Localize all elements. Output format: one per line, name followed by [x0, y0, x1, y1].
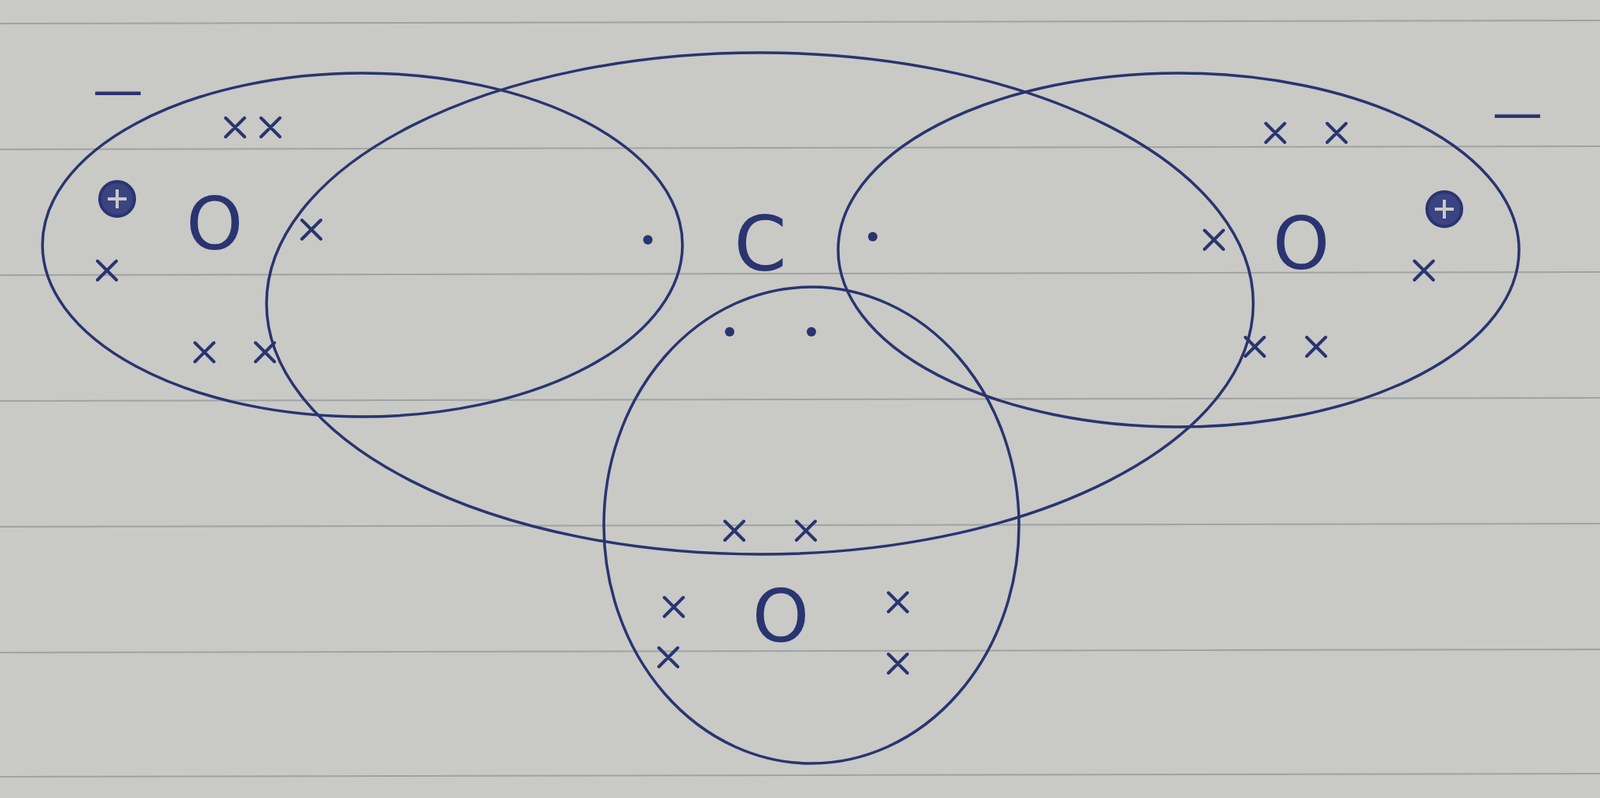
oval-outline — [40, 71, 685, 419]
electron-crosses — [97, 117, 1434, 674]
atom-symbol: O — [1272, 208, 1330, 281]
charge-sign: — — [92, 64, 144, 115]
atom-symbol: O — [186, 188, 243, 262]
oval-path — [42, 73, 683, 417]
oval-outline — [836, 71, 1521, 429]
oval-path — [266, 52, 1254, 555]
ruled-lines — [0, 20, 1600, 777]
octet-oval: O — [836, 71, 1521, 429]
oval-path — [838, 73, 1520, 427]
oval-path — [603, 286, 1019, 764]
octet-oval: C — [264, 51, 1255, 556]
oval-outline — [602, 285, 1021, 766]
atom-symbol: C — [733, 206, 787, 283]
charge-sign: — — [1492, 87, 1543, 138]
octet-oval: O — [40, 71, 685, 419]
atom-symbol: O — [752, 581, 810, 654]
octet-oval: O — [602, 285, 1021, 766]
oval-outline — [264, 51, 1255, 556]
